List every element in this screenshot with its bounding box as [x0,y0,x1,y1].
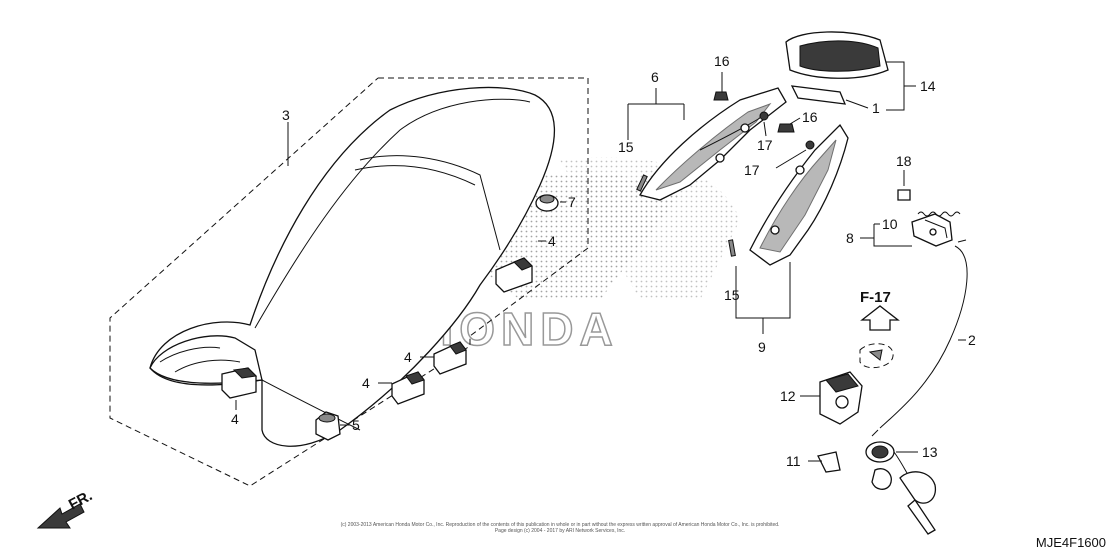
side-cover-left [639,87,787,201]
callout-4: 4 [548,233,556,249]
callouts: 3 7 4 4 4 4 5 6 15 16 16 17 17 14 1 18 1… [231,53,976,469]
copyright-notice: (c) 2003-2013 American Honda Motor Co., … [250,522,870,534]
bolt-16b [777,123,795,133]
seat-catch [911,213,953,247]
lock-housing [819,371,863,425]
callout-5: 5 [352,417,360,433]
callout-10: 10 [882,216,898,232]
rubber-block-c [391,371,425,405]
rubber-block-b [433,341,467,375]
callout-12: 12 [780,388,796,404]
rubber-block-d [221,367,258,399]
bolt-18 [897,189,911,201]
rubber-block-a [495,257,533,293]
seat-cowl [785,31,889,79]
cover-plate-1 [790,85,847,105]
pin-15b [728,239,736,257]
callout-13: 13 [922,444,938,460]
front-arrow: FR. [36,487,95,529]
grommet-7 [535,194,559,212]
callout-8: 8 [846,230,854,246]
bolt-16a [713,91,729,101]
callout-4: 4 [362,375,370,391]
key-cylinder [865,441,937,535]
callout-15: 15 [724,287,740,303]
seat [149,86,556,447]
callout-1: 1 [872,100,880,116]
callout-16: 16 [714,53,730,69]
callout-17: 17 [744,162,760,178]
seat-lock-cable [871,239,968,437]
reference-arrow [859,305,900,369]
cushion-5 [315,411,341,441]
seat-rubbers [221,257,533,405]
side-cover-right [749,123,849,266]
clip-11 [817,451,841,473]
callout-17: 17 [757,137,773,153]
callout-3: 3 [282,107,290,123]
copyright-line-2: Page design (c) 2004 - 2017 by ARI Netwo… [494,528,626,534]
callout-2: 2 [968,332,976,348]
callout-6: 6 [651,69,659,85]
reference-label: F-17 [860,289,891,306]
copyright-line-1: (c) 2003-2013 American Honda Motor Co., … [340,522,780,528]
seat-group-outline [109,77,589,487]
callout-9: 9 [758,339,766,355]
diagram-part-code: MJE4F1600 [1035,535,1106,550]
callout-16: 16 [802,109,818,125]
callout-4: 4 [404,349,412,365]
callout-4: 4 [231,411,239,427]
callout-18: 18 [896,153,912,169]
spring-10 [917,211,961,217]
screw-17b [805,140,815,150]
leader-lines [235,61,966,462]
callout-14: 14 [920,78,936,94]
callout-7: 7 [568,194,576,210]
callout-15: 15 [618,139,634,155]
pin-15a [636,174,648,192]
callout-11: 11 [786,453,801,469]
screw-17a [759,111,769,121]
